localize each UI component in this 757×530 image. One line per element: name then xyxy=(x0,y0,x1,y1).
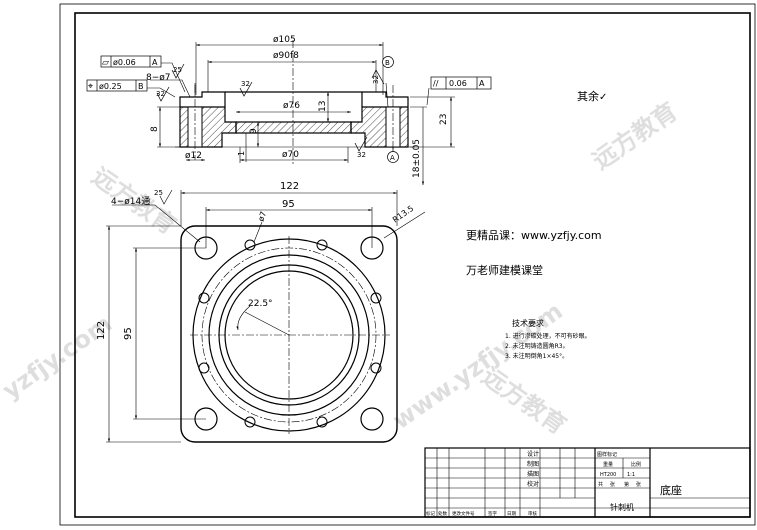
small-hole xyxy=(198,362,210,374)
small-hole xyxy=(244,416,256,428)
datum-b: B xyxy=(382,56,394,68)
svg-text:标记: 标记 xyxy=(426,510,435,517)
part-name: 底座 xyxy=(660,483,682,497)
svg-text:审核: 审核 xyxy=(528,510,537,517)
title-block-text: 设计 制图 描图 校对 图样标记 重量 比例 HT200 1:1 共 张 第 张… xyxy=(426,450,682,517)
tech-requirements-title: 技术要求 xyxy=(512,319,544,328)
plan-dim-w95: 95 xyxy=(282,199,295,210)
dim-h13: 13 xyxy=(318,101,328,112)
plan-rough-25: 25 xyxy=(154,189,163,197)
section-dimensions xyxy=(125,42,455,185)
plan-dim-r135: R13.5 xyxy=(391,204,415,225)
section-hatch-web xyxy=(235,121,352,134)
plan-outline xyxy=(180,225,398,443)
svg-text:日期: 日期 xyxy=(507,511,516,517)
plan-dimensions xyxy=(106,189,426,443)
small-hole xyxy=(198,292,210,304)
dim-h23: 23 xyxy=(439,114,449,125)
svg-text:共: 共 xyxy=(598,481,603,488)
svg-text:比例: 比例 xyxy=(631,461,641,468)
svg-text:签字: 签字 xyxy=(488,510,497,517)
dim-d76: ø76 xyxy=(283,101,300,111)
flatness-symbol: ▱ xyxy=(102,58,109,68)
small-hole xyxy=(316,239,328,251)
position-value: ø0.25 xyxy=(99,82,122,91)
small-hole xyxy=(370,292,382,304)
flatness-value: ø0.06 xyxy=(113,58,136,67)
rest-roughness-note: 其余✓ xyxy=(577,90,608,103)
parallel-value: 0.06 xyxy=(449,79,467,88)
small-hole xyxy=(370,362,382,374)
plan-angle: 22.5° xyxy=(248,299,273,309)
datum-a: A xyxy=(387,147,399,163)
sheet-border-inner xyxy=(74,12,751,518)
svg-text:图样标记: 图样标记 xyxy=(597,451,617,458)
dim-h8: 8 xyxy=(150,126,160,132)
dim-h1: 1 xyxy=(237,151,246,156)
subtitle: 针刺机 xyxy=(610,502,634,512)
dim-d90: ø90f8 xyxy=(273,51,299,61)
svg-text:B: B xyxy=(385,59,390,67)
svg-text:描图: 描图 xyxy=(527,470,539,478)
section-top-outline xyxy=(179,91,226,107)
svg-text:处数: 处数 xyxy=(438,510,447,517)
rough-32c: 32 xyxy=(372,75,380,84)
dim-d12: ø12 xyxy=(185,151,202,161)
svg-text:1:1: 1:1 xyxy=(627,472,635,478)
parallel-frame xyxy=(430,76,492,90)
small-hole xyxy=(244,239,256,251)
dim-h9: 9 xyxy=(249,128,259,134)
plan-dim-h122: 122 xyxy=(96,321,107,340)
svg-text:张: 张 xyxy=(610,481,615,488)
dim-h18: 18±0.05 xyxy=(412,139,422,178)
roughness-symbols xyxy=(156,63,385,152)
flatness-frame xyxy=(100,55,162,68)
plan-dim-d7: ø7 xyxy=(256,210,268,222)
flatness-datum: A xyxy=(152,58,158,67)
position-frame xyxy=(86,79,148,92)
title-block xyxy=(424,447,751,518)
svg-text:校对: 校对 xyxy=(527,480,539,488)
parallel-datum: A xyxy=(479,79,485,88)
position-symbol: ⌖ xyxy=(88,82,93,92)
rough-25: 25 xyxy=(173,66,182,74)
plan-holes-note: 4−ø14通 xyxy=(111,196,150,207)
promo-line-1: 更精品课：www.yzfjy.com xyxy=(466,229,602,242)
plan-dim-h95: 95 xyxy=(123,327,134,340)
svg-text:更改文件号: 更改文件号 xyxy=(452,510,475,517)
position-datum: B xyxy=(138,82,144,91)
watermark-text: 远方教育 xyxy=(587,97,682,175)
svg-text:张: 张 xyxy=(636,481,641,488)
dim-d105: ø105 xyxy=(273,35,296,45)
small-hole xyxy=(316,416,328,428)
svg-text:制图: 制图 xyxy=(527,460,539,468)
svg-text:HT200: HT200 xyxy=(600,472,616,478)
svg-text:第: 第 xyxy=(624,481,629,488)
svg-text:A: A xyxy=(390,154,395,162)
rough-32b: 32 xyxy=(241,80,250,88)
sheet-border-outer xyxy=(59,3,756,526)
rough-32d: 32 xyxy=(357,151,366,159)
promo-line-2: 万老师建模课堂 xyxy=(466,264,543,277)
roughness-check-icon: ✓ xyxy=(599,92,608,103)
section-view xyxy=(175,40,415,165)
svg-text:设计: 设计 xyxy=(527,450,539,458)
svg-text:重量: 重量 xyxy=(603,461,613,468)
tech-item: 3. 未注明倒角1×45°。 xyxy=(505,353,569,360)
parallel-symbol: // xyxy=(433,79,439,88)
dim-d70: ø70 xyxy=(282,150,299,160)
watermarks: 远方教育 远方教育 远方教育 www.yzfjy.com yzfjy.com xyxy=(0,97,682,440)
section-top-outline-r xyxy=(361,91,409,107)
dim-holes: 8−ø7 xyxy=(146,73,171,83)
corner-hole-br xyxy=(360,407,384,431)
tech-item: 2. 未注明铸造圆角R3。 xyxy=(505,343,569,350)
plan-dim-w122: 122 xyxy=(280,181,299,192)
tech-item: 1. 进行渗碳处理，不可有砂眼。 xyxy=(505,333,591,340)
rough-32a: 32 xyxy=(156,90,165,98)
